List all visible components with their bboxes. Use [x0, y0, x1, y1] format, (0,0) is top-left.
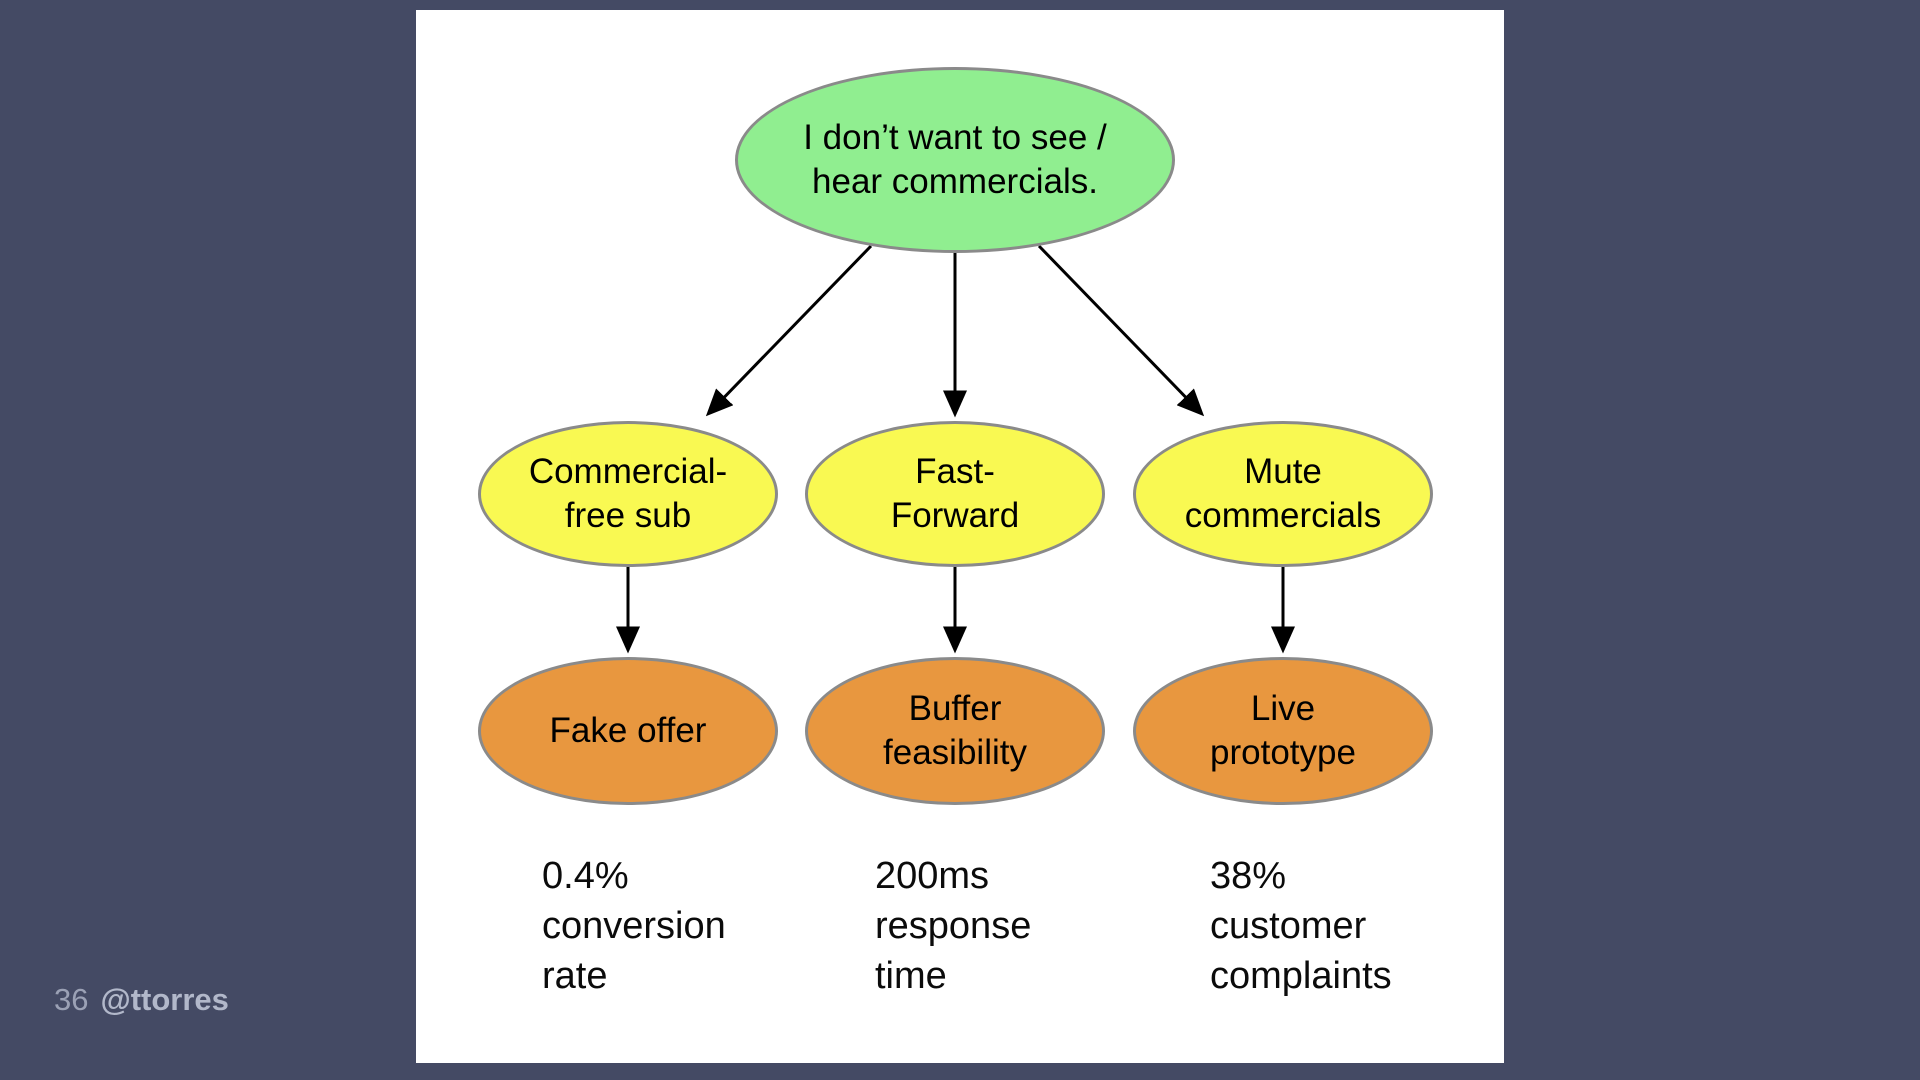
slide-footer: 36 @ttorres [54, 982, 229, 1018]
metric-conversion-rate: 0.4% conversion rate [542, 855, 726, 998]
experiment-node-live-prototype: Live prototype [1133, 657, 1433, 805]
slide-canvas: I don’t want to see / hear commercials. … [416, 10, 1504, 1063]
solution-node-fast-forward: Fast- Forward [805, 421, 1105, 567]
page-number: 36 [54, 982, 89, 1017]
experiment-node-fake-offer: Fake offer [478, 657, 778, 805]
experiment-node-buffer-feasibility: Buffer feasibility [805, 657, 1105, 805]
arrow-opportunity-to-solution-3 [1037, 244, 1205, 417]
arrow-opportunity-to-solution-1 [705, 244, 873, 417]
solution-node-commercial-free-sub: Commercial- free sub [478, 421, 778, 567]
opportunity-node: I don’t want to see / hear commercials. [735, 67, 1175, 253]
metric-customer-complaints: 38% customer complaints [1210, 855, 1392, 998]
solution-node-mute-commercials: Mute commercials [1133, 421, 1433, 567]
metric-response-time: 200ms response time [875, 855, 1032, 998]
author-handle: @ttorres [100, 982, 229, 1017]
